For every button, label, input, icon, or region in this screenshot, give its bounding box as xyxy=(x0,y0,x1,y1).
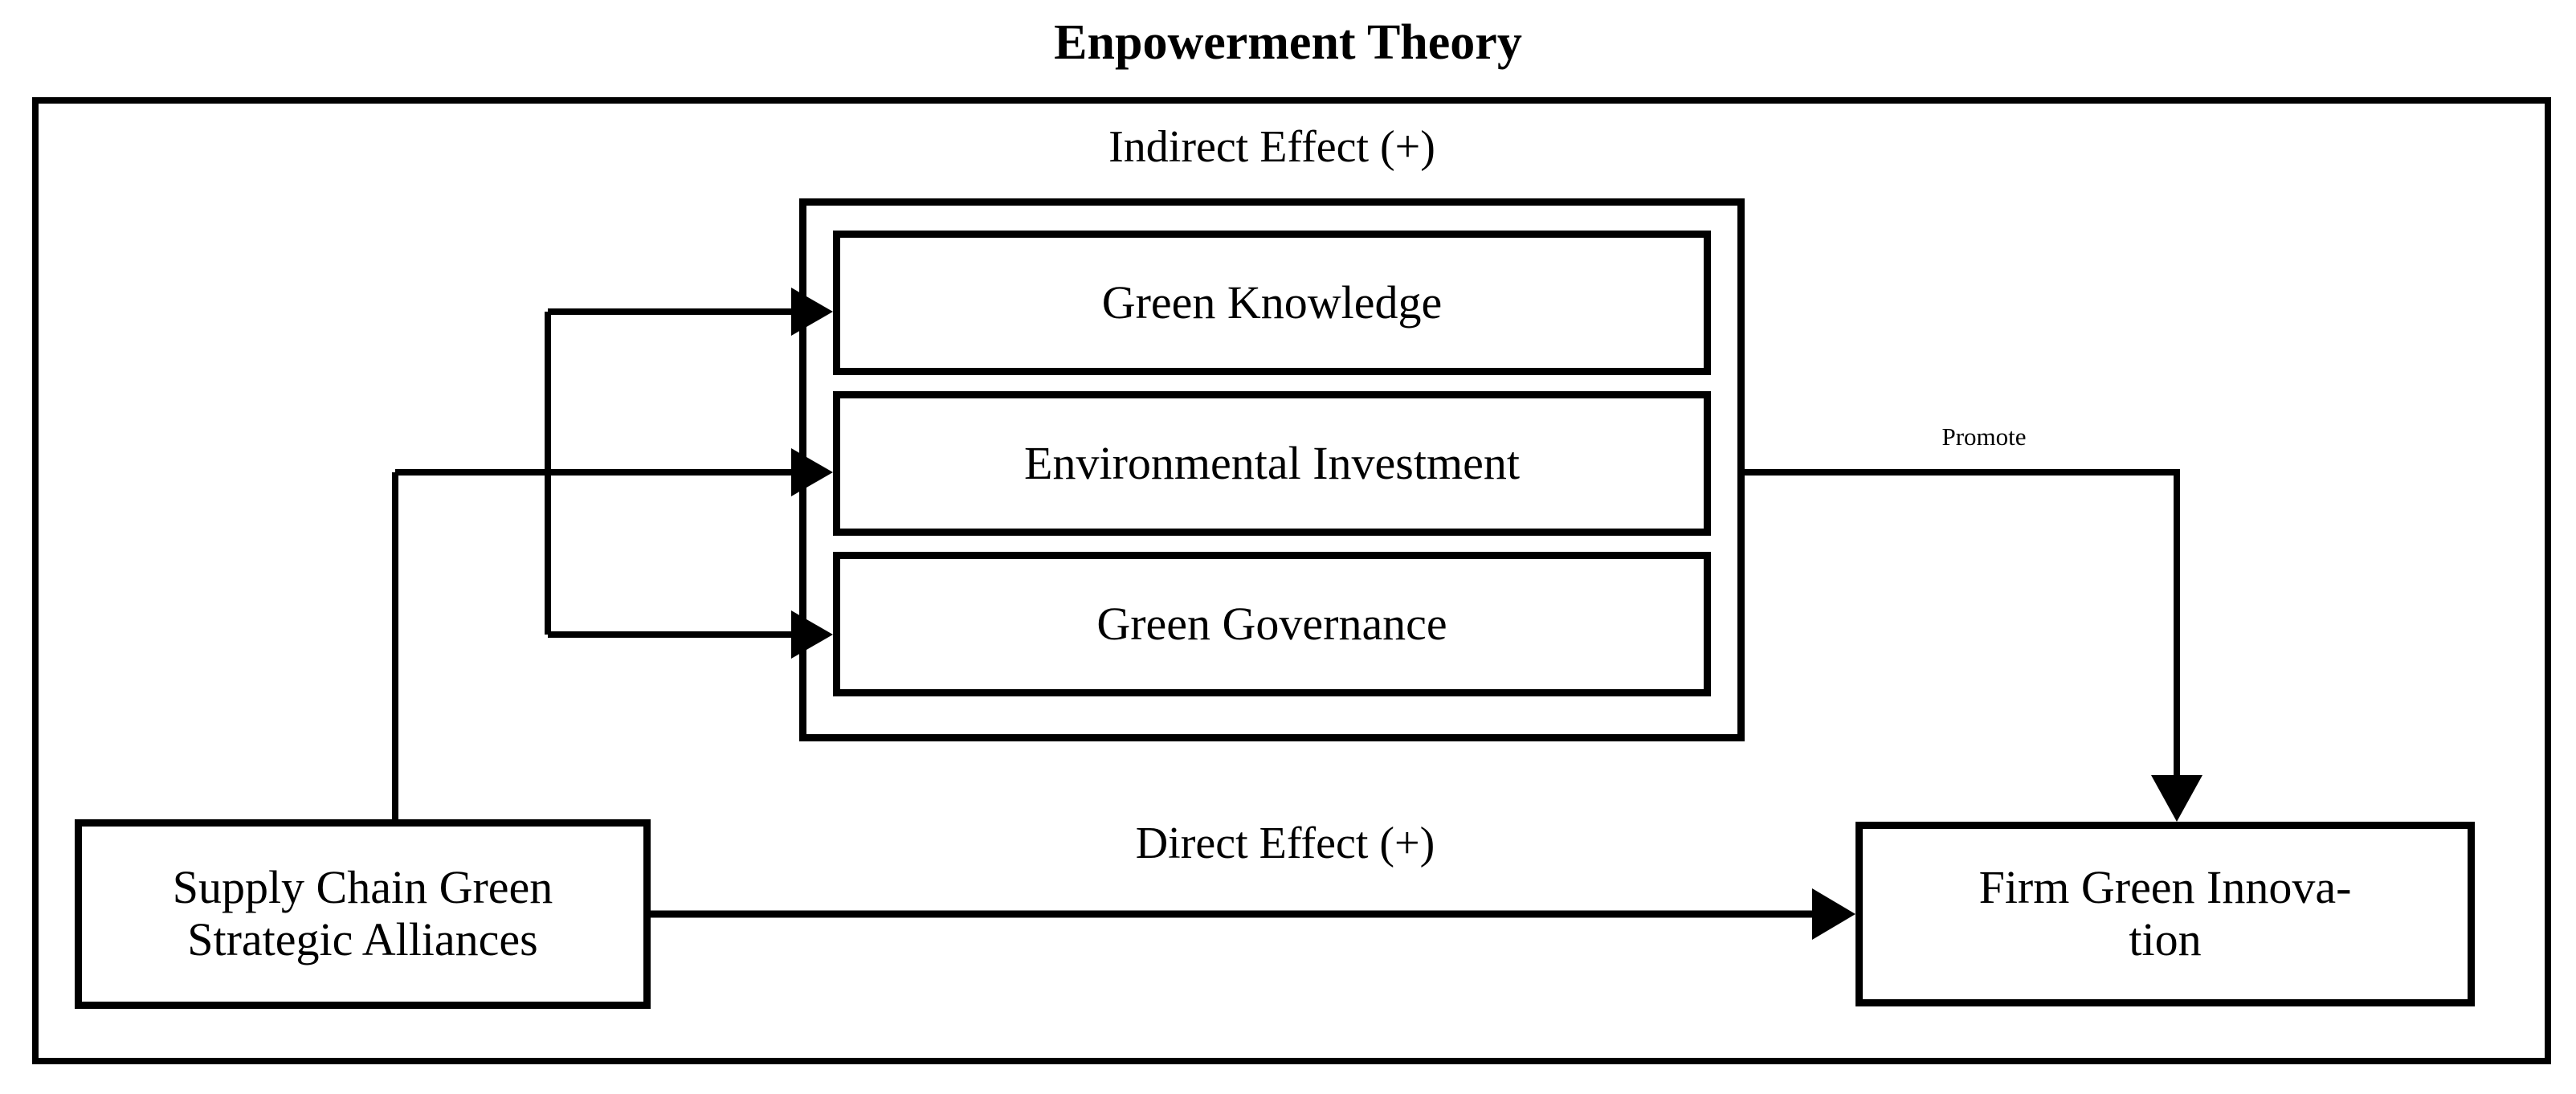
promote-label: Promote xyxy=(1941,422,2027,451)
target-node-firm-green-innovation[interactable]: Firm Green Innova- tion xyxy=(1855,822,2475,1006)
indirect-effect-label: Indirect Effect (+) xyxy=(1108,122,1435,172)
page-title: Enpowerment Theory xyxy=(1054,15,1522,70)
outer-theory-frame xyxy=(32,97,2551,1064)
source-node-label: Supply Chain Green Strategic Alliances xyxy=(172,861,553,966)
mediator-box-green-knowledge[interactable]: Green Knowledge xyxy=(833,231,1711,375)
target-node-label: Firm Green Innova- tion xyxy=(1978,861,2352,966)
target-node-label-line1: Firm Green Innova- xyxy=(1978,861,2352,914)
mediator-label-green-knowledge: Green Knowledge xyxy=(1101,276,1443,329)
source-node-label-line1: Supply Chain Green xyxy=(172,861,553,914)
mediator-box-environmental-investment[interactable]: Environmental Investment xyxy=(833,391,1711,536)
direct-effect-label: Direct Effect (+) xyxy=(1135,818,1435,868)
target-node-label-line2: tion xyxy=(2129,913,2202,965)
mediator-box-green-governance[interactable]: Green Governance xyxy=(833,552,1711,696)
mediator-label-environmental-investment: Environmental Investment xyxy=(1024,436,1520,489)
mediator-label-green-governance: Green Governance xyxy=(1096,597,1447,650)
source-node-label-line2: Strategic Alliances xyxy=(187,913,538,965)
source-node-supply-chain-green-strategic-alliances[interactable]: Supply Chain Green Strategic Alliances xyxy=(75,819,651,1009)
